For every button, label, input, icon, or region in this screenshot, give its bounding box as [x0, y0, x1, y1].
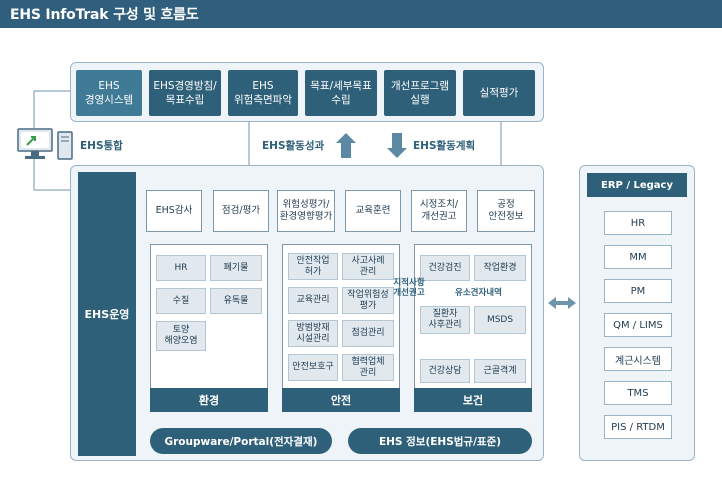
env-item-waste: 폐기물 — [210, 255, 262, 281]
health-item-counseling: 건강상담 — [420, 359, 470, 383]
flow-step-ehs-system: EHS 경영시스템 — [76, 70, 142, 116]
erp-item-pis-rtdm: PIS / RTDM — [604, 415, 672, 439]
health-item-musculoskeletal: 근골격계 — [474, 359, 526, 383]
groupware-portal: Groupware/Portal(전자결재) — [150, 428, 332, 454]
page-title: EHS InfoTrak 구성 및 흐름도 — [10, 7, 199, 23]
env-item-hr: HR — [156, 255, 206, 281]
env-item-water: 수질 — [156, 288, 206, 314]
computer-icon — [16, 128, 76, 162]
health-item-work-environment: 작업환경 — [474, 255, 526, 281]
erp-item-mm: MM — [604, 245, 672, 269]
safety-item-accident-case: 사고사례 관리 — [342, 253, 394, 280]
erp-item-pm: PM — [604, 279, 672, 303]
note-findings: 지적사항 개선권고 — [393, 278, 425, 298]
flow-step-improvement: 개선프로그램 실행 — [384, 70, 456, 116]
env-item-toxic: 유독물 — [210, 288, 262, 314]
tile-risk-assessment: 위험성평가/ 환경영향평가 — [277, 190, 335, 232]
tile-ehs-audit: EHS감사 — [146, 190, 202, 232]
integration-label: EHS통합 — [80, 140, 123, 152]
safety-item-inspection: 점검관리 — [342, 320, 394, 347]
health-item-msds: MSDS — [474, 306, 526, 334]
safety-item-work-permit: 안전작업 허가 — [288, 253, 338, 280]
tile-training: 교육훈련 — [345, 190, 401, 232]
health-item-checkup: 건강검진 — [420, 255, 470, 281]
erp-title: ERP / Legacy — [587, 173, 687, 197]
safety-item-contractor: 협력업체 관리 — [342, 354, 394, 381]
health-item-patient-followup: 질환자 사후관리 — [420, 306, 470, 334]
safety-item-fire-facility: 방범방재 시설관리 — [288, 320, 338, 347]
flow-step-performance: 실적평가 — [463, 70, 535, 116]
tile-inspection: 점검/평가 — [213, 190, 269, 232]
note-findings-history: 유소견자내역 — [455, 288, 502, 298]
erp-item-hr: HR — [604, 211, 672, 235]
flow-step-risk: EHS 위험측면파악 — [228, 70, 298, 116]
flow-step-objectives: 목표/세부목표 수립 — [305, 70, 377, 116]
tile-corrective-action: 시정조치/ 개선권고 — [411, 190, 467, 232]
erp-item-weighing: 계근시스템 — [604, 347, 672, 371]
env-item-soil-marine: 토양 해양오염 — [156, 321, 206, 351]
title-bar — [0, 0, 722, 28]
erp-item-tms: TMS — [604, 381, 672, 405]
safety-item-education: 교육관리 — [288, 287, 338, 314]
ehs-info: EHS 정보(EHS법규/표준) — [348, 428, 532, 454]
safety-item-job-risk: 작업위험성 평가 — [342, 287, 394, 314]
activity-result-label: EHS활동성과 — [262, 140, 325, 152]
safety-label: 안전 — [282, 388, 400, 412]
health-label: 보건 — [414, 388, 532, 412]
tile-process-safety-info: 공정 안전정보 — [477, 190, 535, 232]
activity-plan-label: EHS활동계획 — [413, 140, 476, 152]
flow-step-policy: EHS경영방침/ 목표수립 — [149, 70, 221, 116]
environment-label: 환경 — [150, 388, 268, 412]
erp-item-qm-lims: QM / LIMS — [604, 313, 672, 337]
safety-item-ppe: 안전보호구 — [288, 354, 338, 381]
ehs-operation-label: EHS운영 — [78, 172, 136, 456]
